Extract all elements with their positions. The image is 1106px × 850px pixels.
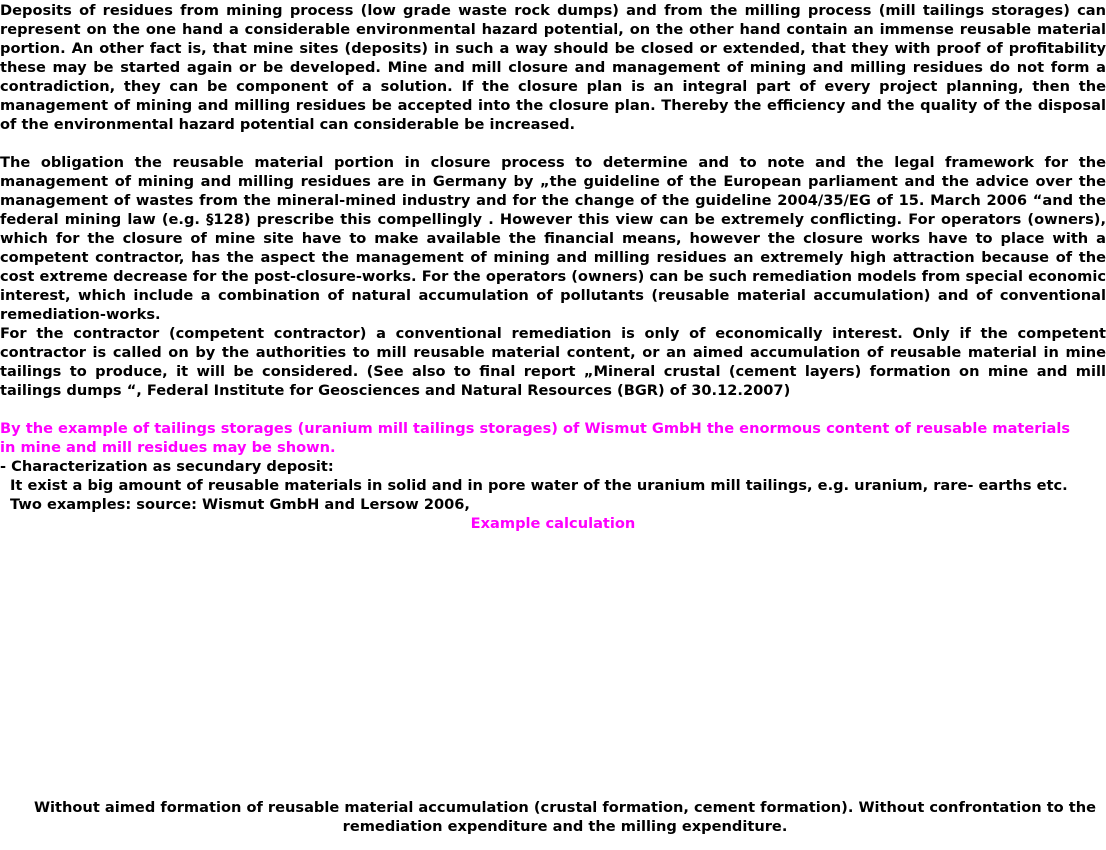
paragraph-legal-framework: The obligation the reusable material por… xyxy=(0,154,1106,323)
highlight-wismut-example: By the example of tailings storages (ura… xyxy=(0,420,1071,456)
paragraph-contractor: For the contractor (competent contractor… xyxy=(0,325,1106,399)
characterization-detail: It exist a big amount of reusable materi… xyxy=(10,477,1068,494)
example-calculation-heading: Example calculation xyxy=(470,515,636,532)
paragraph-intro: Deposits of residues from mining process… xyxy=(0,2,1106,133)
footer-note: Without aimed formation of reusable mate… xyxy=(33,799,1097,835)
examples-source: Two examples: source: Wismut GmbH and Le… xyxy=(10,496,470,513)
characterization-heading: - Characterization as secundary deposit: xyxy=(0,458,334,475)
